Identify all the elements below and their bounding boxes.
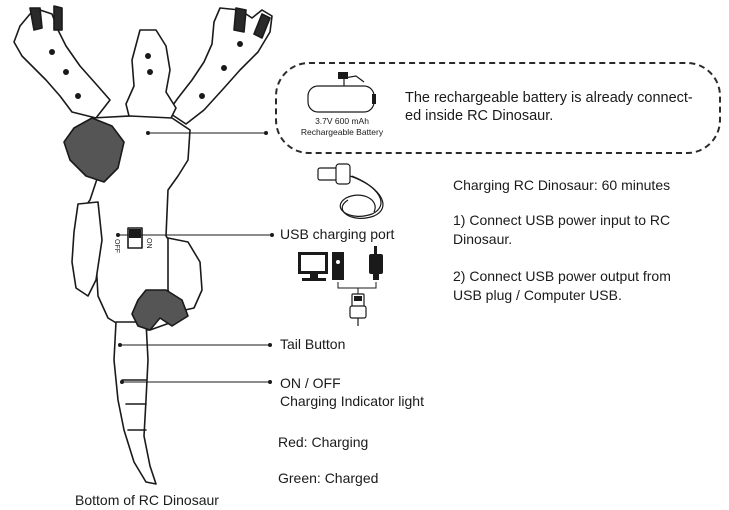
red-charging-label: Red: Charging — [278, 434, 369, 450]
indicator-label: Charging Indicator light — [280, 393, 424, 409]
left-foot-pad — [63, 117, 125, 183]
switch-on-label: ON — [145, 238, 152, 249]
step1-line1: 1) Connect USB power input to RC — [453, 212, 671, 228]
bottom-caption: Bottom of RC Dinosaur — [75, 492, 219, 508]
callout-lines — [118, 132, 272, 383]
battery-spec-line2: Rechargeable Battery — [300, 127, 384, 137]
usb-plug-icon — [349, 293, 367, 326]
usb-cable-icon — [317, 163, 384, 219]
head — [125, 29, 177, 125]
step2-line2: USB plug / Computer USB. — [453, 287, 622, 303]
step1-line2: Dinosaur. — [453, 231, 513, 247]
computer-icon — [298, 252, 344, 281]
left-claw-2 — [53, 5, 63, 31]
switch-off-label: OFF — [113, 239, 120, 253]
instructions-title: Charging RC Dinosaur: 60 minutes — [453, 177, 671, 193]
left-arm — [13, 9, 111, 119]
left-claw-1 — [29, 7, 43, 31]
battery-note-line1: The rechargeable battery is already conn… — [405, 90, 693, 106]
left-leg — [71, 201, 103, 297]
tail — [113, 321, 157, 485]
battery-spec-line1: 3.7V 600 mAh — [315, 116, 369, 126]
callout-dots — [116, 131, 274, 384]
battery-callout-box — [275, 62, 721, 154]
connector-lines — [337, 282, 377, 294]
usb-port-label: USB charging port — [280, 226, 395, 242]
green-charged-label: Green: Charged — [278, 470, 379, 486]
step2-line1: 2) Connect USB power output from — [453, 268, 671, 284]
battery-icon — [307, 72, 376, 113]
battery-note: The rechargeable battery is already conn… — [405, 89, 715, 125]
right-claw-2 — [253, 13, 271, 39]
tail-button-label: Tail Button — [280, 336, 346, 352]
right-foot-pad — [131, 289, 189, 331]
wall-plug-icon — [369, 246, 383, 280]
right-claw-1 — [233, 7, 247, 33]
on-off-label: ON / OFF — [280, 375, 341, 391]
right-arm — [167, 7, 273, 125]
battery-note-line2: ed inside RC Dinosaur. — [405, 108, 554, 124]
